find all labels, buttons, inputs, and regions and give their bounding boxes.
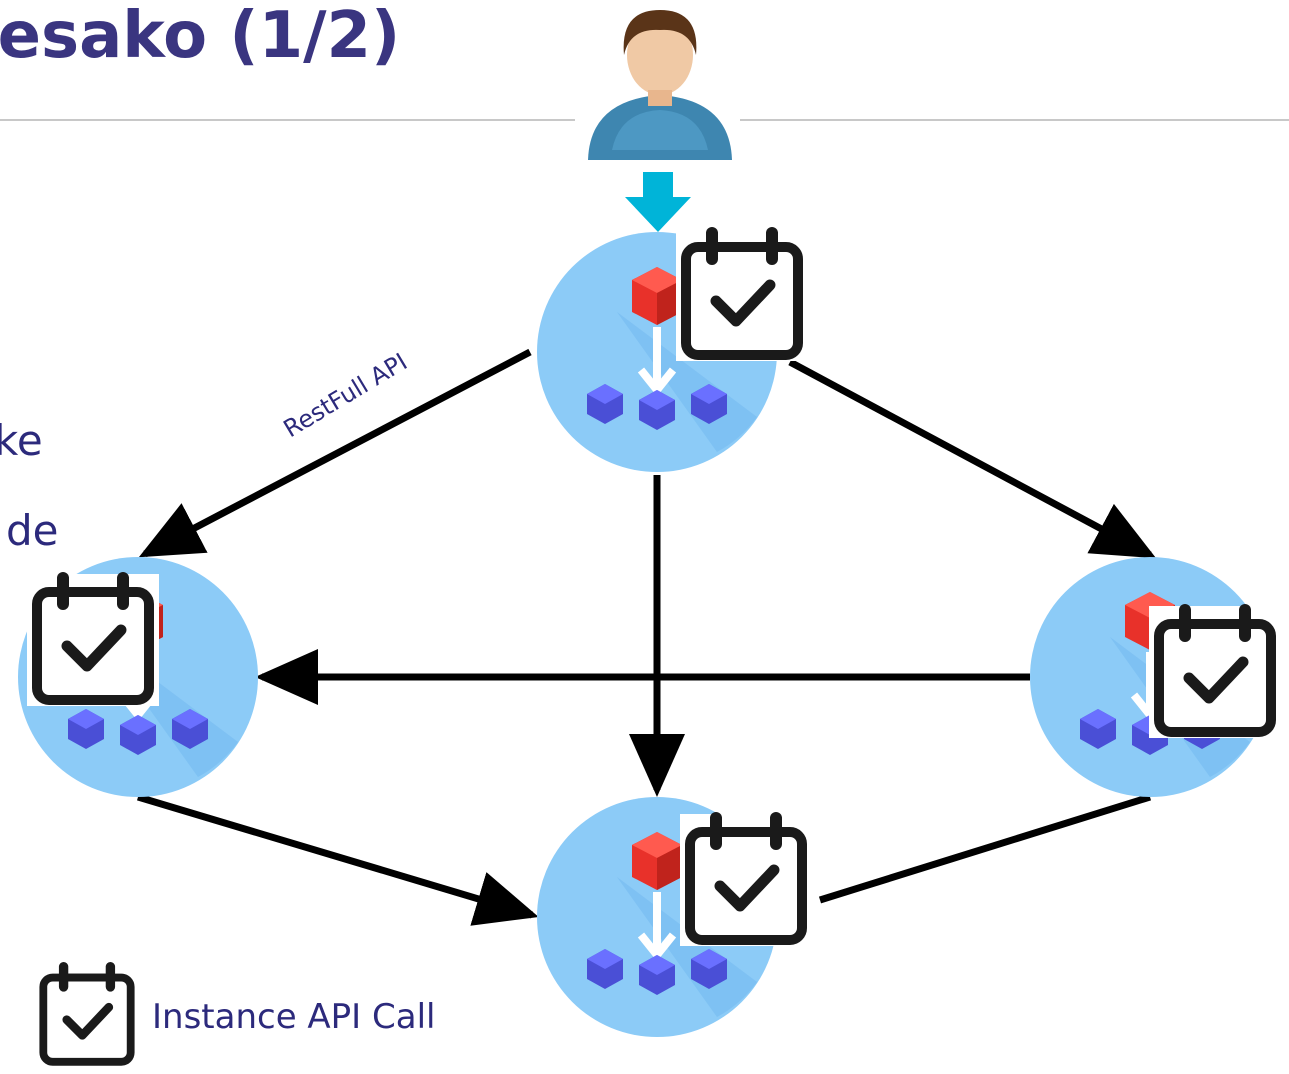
edge-top-to-left: [138, 348, 532, 558]
api-call-icon-right: [1149, 606, 1281, 738]
edge-left-to-bottom: [136, 793, 539, 926]
edge-right-to-bottom: [818, 793, 1152, 904]
api-call-icon-left: [27, 574, 159, 706]
user-arrow: [625, 172, 691, 232]
user-icon: [588, 10, 732, 160]
slide-title: uesako (1/2): [0, 0, 401, 73]
cut-off-text-2: de: [6, 506, 59, 555]
api-call-icon-bottom: [680, 814, 812, 946]
edge-label-restfull-api: RestFull API: [279, 348, 413, 444]
cut-off-text-1: ke: [0, 416, 43, 465]
legend-label: Instance API Call: [152, 997, 436, 1037]
api-call-icon-top: [676, 229, 808, 361]
legend-calendar-check-icon: [39, 961, 135, 1066]
edge-top-to-right: [788, 358, 1157, 559]
